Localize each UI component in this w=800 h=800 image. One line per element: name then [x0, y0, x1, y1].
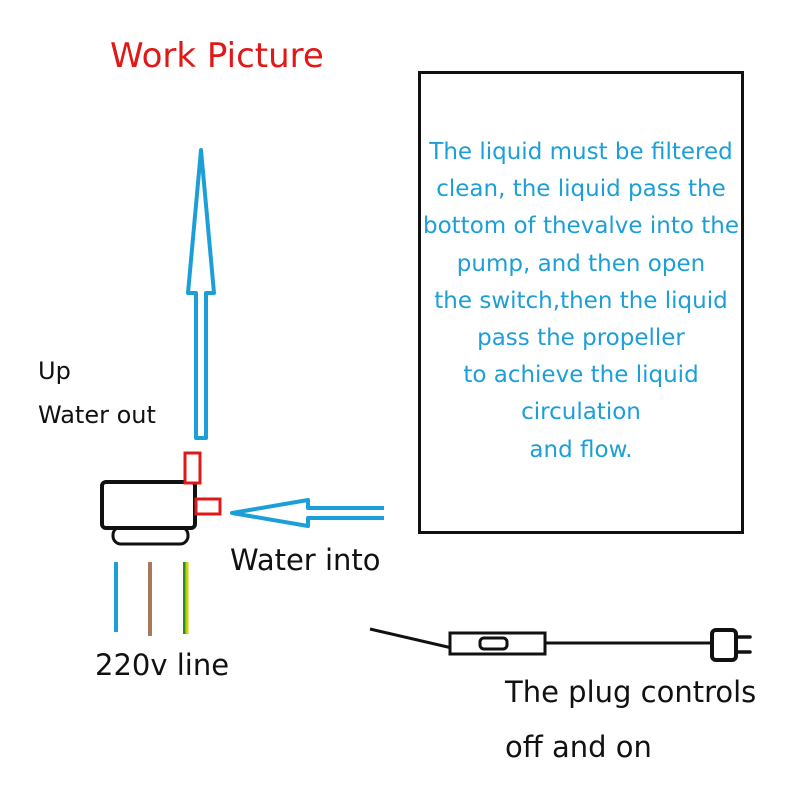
- water-into-label: Water into: [230, 543, 381, 577]
- instruction-line: the switch,then the liquid: [434, 287, 728, 314]
- plug-icon: [710, 628, 752, 662]
- inlet-fitting: [194, 497, 222, 516]
- instruction-line: clean, the liquid pass the: [436, 176, 726, 203]
- outlet-fitting: [183, 451, 202, 485]
- switch-icon: [448, 631, 547, 656]
- plug-cord: [369, 627, 752, 662]
- up-arrow-icon: [186, 148, 216, 440]
- instruction-line: circulation: [521, 399, 641, 426]
- instruction-line: and flow.: [529, 436, 633, 463]
- water-out-label: Water out: [38, 401, 156, 429]
- instruction-line: pass the propeller: [477, 325, 685, 352]
- left-arrow-icon: [230, 498, 392, 528]
- instruction-box: The liquid must be filtered clean, the l…: [418, 71, 744, 534]
- instruction-text: The liquid must be filtered clean, the l…: [421, 134, 741, 469]
- pump-icon: [100, 451, 222, 546]
- power-wires: [114, 562, 189, 636]
- plug-caption-line-1: The plug controls: [505, 675, 757, 709]
- instruction-line: bottom of thevalve into the: [422, 213, 739, 240]
- instruction-line: to achieve the liquid: [463, 362, 699, 389]
- up-label: Up: [38, 357, 71, 385]
- page-title: Work Picture: [110, 36, 324, 76]
- plug-caption-line-2: off and on: [505, 730, 652, 764]
- power-line-label: 220v line: [95, 648, 230, 682]
- instruction-line: The liquid must be filtered: [429, 139, 733, 165]
- instruction-line: pump, and then open: [456, 250, 706, 277]
